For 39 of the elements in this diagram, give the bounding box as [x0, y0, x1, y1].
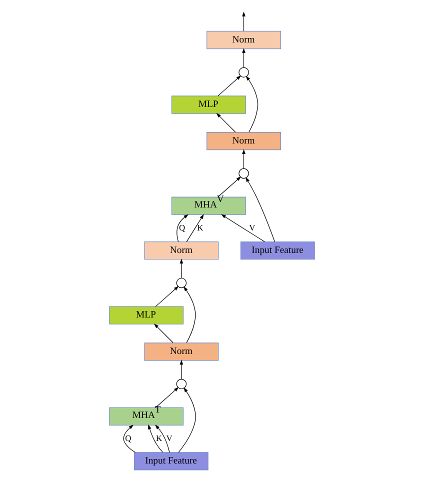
node-box: MLP	[108, 306, 184, 324]
node-box: MLP	[170, 95, 246, 114]
edge-label: K	[196, 222, 203, 232]
arrow	[179, 258, 183, 278]
arrow	[122, 424, 136, 452]
arrow	[217, 74, 241, 96]
arrow	[153, 323, 173, 343]
arrow	[154, 424, 170, 452]
edge-label: Q	[178, 222, 185, 232]
edge-label: K	[155, 432, 162, 443]
arrow	[179, 359, 183, 379]
arrow	[242, 148, 245, 168]
node-box: Input Feature	[240, 241, 314, 260]
arrow	[245, 176, 275, 242]
edge-label: V	[166, 432, 172, 443]
node-box: Norm	[144, 342, 218, 360]
arrow	[186, 214, 204, 242]
arrow	[154, 285, 178, 306]
arrow	[245, 75, 258, 132]
arrow	[178, 386, 196, 452]
node-circle	[176, 378, 186, 389]
arrow	[242, 48, 245, 68]
node-box: Norm	[206, 131, 280, 150]
arrow	[148, 424, 163, 452]
arrow	[217, 176, 241, 197]
node-circle	[238, 168, 248, 178]
edge-label: V	[248, 222, 255, 232]
edge-label: Q	[124, 432, 131, 443]
node-box: Input Feature	[133, 452, 208, 470]
node-circle	[238, 66, 248, 78]
arrow	[154, 386, 178, 408]
arrow	[176, 214, 188, 242]
arrow	[183, 286, 196, 342]
arrow	[220, 214, 264, 242]
arrow	[216, 112, 236, 132]
node-box: Norm	[144, 241, 218, 260]
arrow	[242, 11, 245, 31]
node-box: Norm	[206, 30, 280, 49]
node-circle	[176, 277, 186, 288]
